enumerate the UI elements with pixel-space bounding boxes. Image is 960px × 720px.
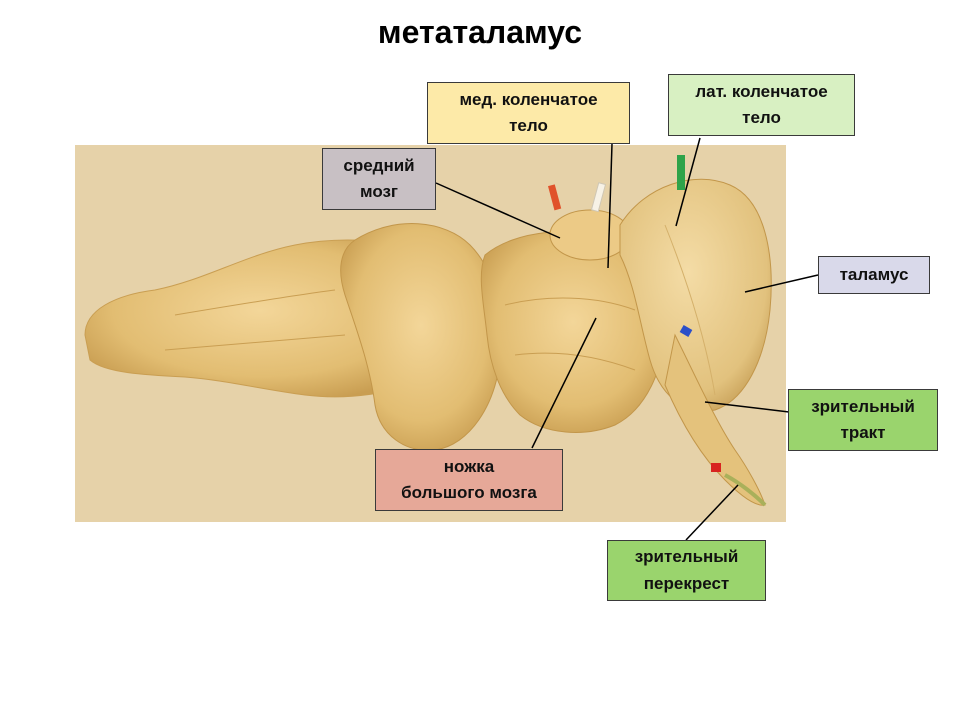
green-pin-marker <box>677 155 685 190</box>
blue-pin-marker <box>679 325 693 337</box>
label-med-geniculate-line1: мед. коленчатое <box>459 89 598 109</box>
label-optic-tract-line2: тракт <box>840 423 886 442</box>
red-dot-marker <box>711 463 721 472</box>
label-optic-tract-line1: зрительный <box>811 396 915 416</box>
label-lat-geniculate-line1: лат. коленчатое <box>695 81 828 101</box>
label-thalamus: таламус <box>818 256 930 294</box>
label-med-geniculate-body: мед. коленчатое тело <box>427 82 630 144</box>
label-optic-chiasm: зрительный перекрест <box>607 540 766 601</box>
label-midbrain-line2: мозг <box>359 182 399 201</box>
slide-title: метаталамус <box>377 14 583 50</box>
label-midbrain: средний мозг <box>322 148 436 210</box>
label-midbrain-line1: средний <box>343 155 415 175</box>
label-cerebral-peduncle-line1: ножка <box>443 456 495 476</box>
label-cerebral-peduncle-line2: большого мозга <box>401 483 537 502</box>
thalamus-shape <box>619 178 772 412</box>
label-optic-chiasm-line2: перекрест <box>643 573 730 593</box>
pons-shape <box>340 223 502 451</box>
label-optic-tract: зрительный тракт <box>788 389 938 451</box>
label-med-geniculate-line2: тело <box>509 116 548 135</box>
white-pin-marker <box>590 182 607 213</box>
label-thalamus-line1: таламус <box>839 264 909 284</box>
label-cerebral-peduncle: ножка большого мозга <box>375 449 563 511</box>
label-lat-geniculate-body: лат. коленчатое тело <box>668 74 855 136</box>
label-lat-geniculate-line2: тело <box>742 108 781 127</box>
label-optic-chiasm-line1: зрительный <box>634 547 739 567</box>
